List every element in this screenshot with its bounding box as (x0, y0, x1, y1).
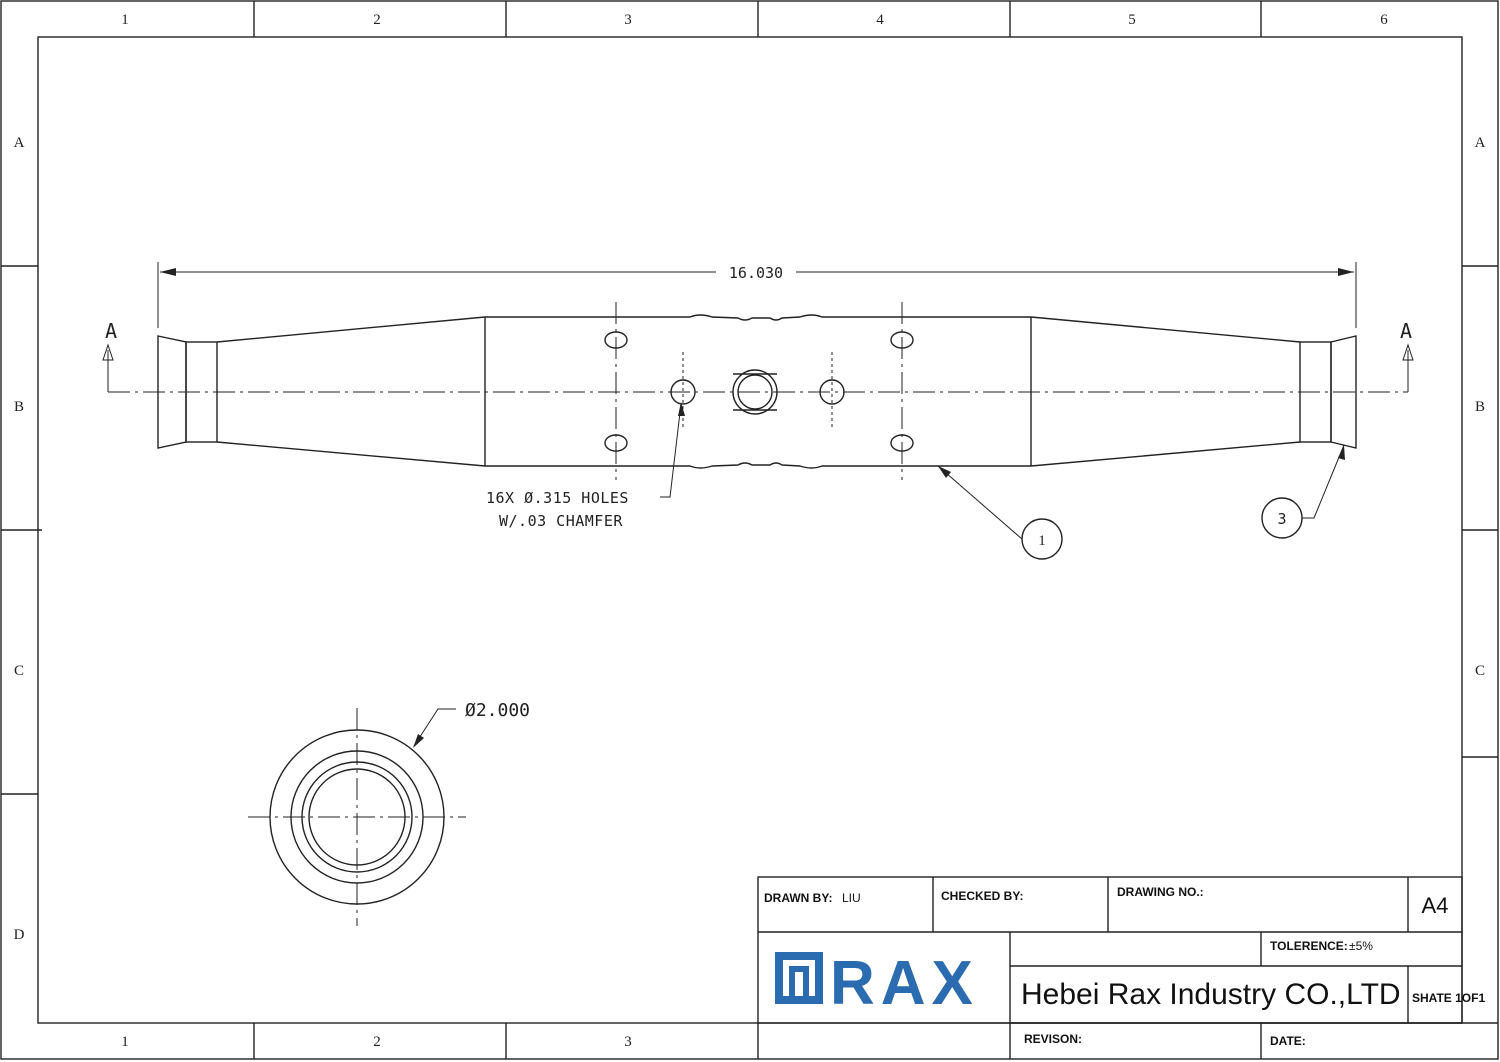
zone-col-2-top: 2 (373, 12, 381, 28)
section-arrow-left (102, 343, 114, 392)
zone-col-3-top: 3 (624, 12, 632, 28)
company-name: Hebei Rax Industry CO.,LTD (1021, 978, 1401, 1011)
hole-note-line-2: W/.03 CHAMFER (499, 512, 623, 530)
end-view-diameter: Ø2.000 (465, 700, 530, 721)
revision-label: REVISON: (1024, 1032, 1082, 1046)
zone-row-d-left: D (14, 927, 25, 943)
rax-logo: RAX (775, 949, 979, 1018)
zone-col-1-top: 1 (121, 12, 129, 28)
zone-row-b-right: B (1475, 399, 1485, 415)
rax-logo-text: RAX (830, 949, 979, 1018)
zone-col-6-top: 6 (1380, 12, 1388, 28)
zone-row-c-right: C (1475, 663, 1485, 679)
zone-col-1-bottom: 1 (121, 1034, 129, 1050)
drawing-no-label: DRAWING NO.: (1117, 885, 1204, 899)
date-label: DATE: (1270, 1034, 1306, 1048)
drawn-by-label: DRAWN BY: (764, 891, 832, 905)
checked-by-label: CHECKED BY: (941, 889, 1023, 903)
zone-row-b-left: B (14, 399, 24, 415)
balloon-1 (937, 465, 1063, 560)
muffler-tube-profile (157, 314, 1357, 469)
overall-length-value: 16.030 (729, 264, 783, 282)
tolerance-value: ±5% (1349, 939, 1373, 953)
balloon-3-label: 3 (1277, 510, 1286, 528)
title-block (757, 876, 1498, 1059)
zone-col-5-top: 5 (1128, 12, 1136, 28)
zone-row-c-left: C (14, 663, 24, 679)
inner-border (37, 36, 1463, 1024)
zone-row-a-right: A (1475, 135, 1486, 151)
hole-pattern (604, 302, 914, 480)
section-label-left: A (105, 319, 117, 343)
balloon-1-label: 1 (1038, 533, 1046, 549)
hole-note-line-1: 16X Ø.315 HOLES (486, 489, 629, 507)
section-arrow-right (1402, 343, 1414, 392)
zone-col-2-bottom: 2 (373, 1034, 381, 1050)
sheet-count: SHATE 1OF1 (1412, 991, 1485, 1005)
section-label-right: A (1400, 319, 1412, 343)
zone-col-4-top: 4 (876, 12, 884, 28)
drawn-by-value: LIU (842, 891, 861, 905)
sheet-size: A4 (1422, 893, 1449, 918)
end-view (248, 708, 466, 926)
balloon-3 (1261, 444, 1345, 539)
zone-col-3-bottom: 3 (624, 1034, 632, 1050)
hole-note-leader (660, 402, 685, 498)
tolerance-label: TOLERENCE: (1270, 939, 1348, 953)
zone-row-a-left: A (14, 135, 25, 151)
overall-length-dimension (157, 262, 1357, 328)
